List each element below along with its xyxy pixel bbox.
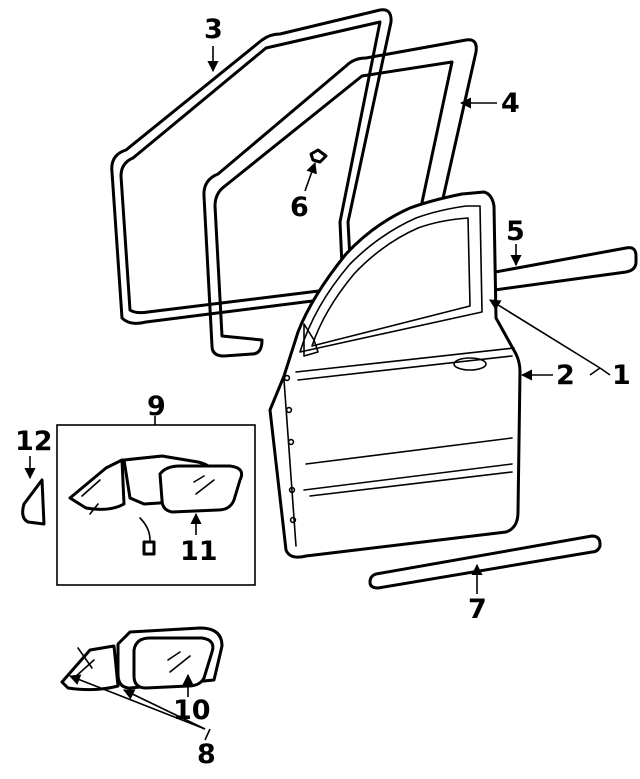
- callout-5: 5: [506, 216, 525, 247]
- callout-10: 10: [173, 695, 211, 726]
- callout-1: 1: [612, 360, 631, 391]
- mirror-assembly: [68, 454, 244, 556]
- callout-2: 2: [556, 360, 575, 391]
- callouts: 3 4 6 5 2 1 9 12 11 7 10 8: [15, 14, 631, 770]
- mirror-assembly-box: [56, 424, 256, 586]
- mirror-cover: [21, 478, 46, 526]
- callout-9: 9: [147, 391, 166, 422]
- callout-12: 12: [15, 426, 53, 457]
- callout-11: 11: [180, 536, 218, 567]
- callout-4: 4: [501, 88, 520, 119]
- leaders: [24, 46, 611, 741]
- callout-3: 3: [204, 14, 223, 45]
- lower-molding: [368, 534, 602, 590]
- front-door-shell: [268, 190, 522, 559]
- callout-7: 7: [468, 594, 487, 625]
- callout-6: 6: [290, 192, 309, 223]
- clip-part: [309, 148, 328, 164]
- callout-8: 8: [197, 739, 216, 770]
- mirror-assembly-lower: [60, 626, 224, 692]
- window-channel-outer: [110, 8, 393, 325]
